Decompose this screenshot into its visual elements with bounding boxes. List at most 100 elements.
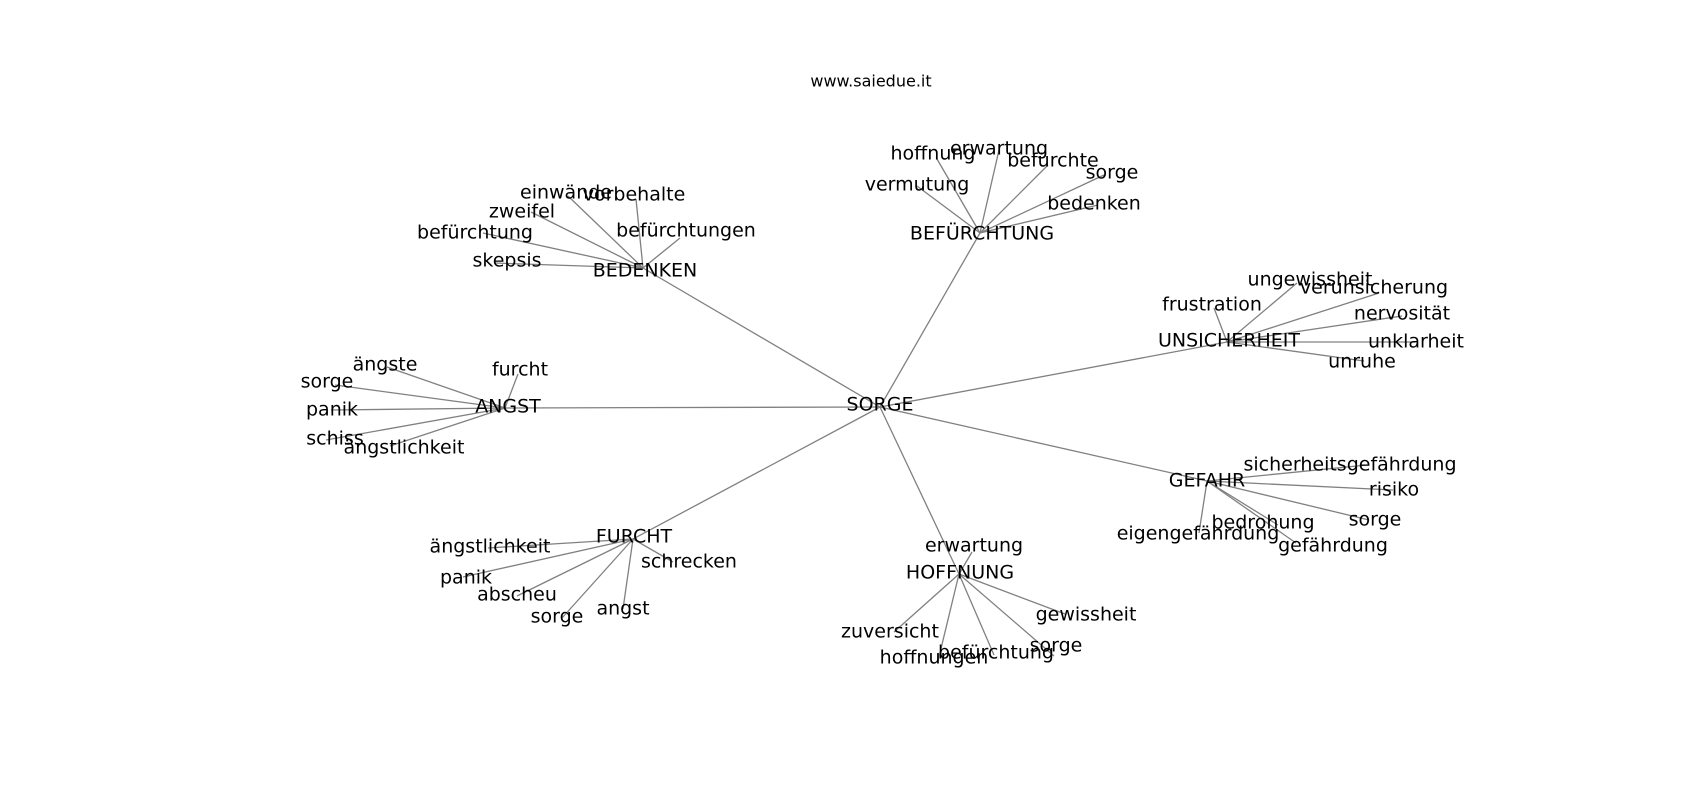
edge-hoffnung-h_befuerchtung bbox=[958, 573, 995, 656]
edge-hoffnung-h_sorge bbox=[958, 573, 1055, 657]
edge-hoffnung-h_hoffnungen bbox=[937, 573, 960, 662]
edge-unsicherheit-u_nervositaet bbox=[1226, 315, 1403, 343]
node-label-g_sicherheitsgefaehrdung: sicherheitsgefährdung bbox=[1244, 454, 1457, 476]
node-label-h_hoffnungen: hoffnungen bbox=[880, 647, 989, 669]
edge-angst-a_aengste bbox=[386, 366, 506, 409]
edge-root-angst bbox=[504, 406, 881, 409]
node-label-a_aengstlichkeit: ängstlichkeit bbox=[344, 437, 465, 459]
node-label-hub-unsicherheit: UNSICHERHEIT bbox=[1158, 330, 1300, 352]
node-label-f_angst: angst bbox=[596, 598, 649, 620]
node-label-f_schrecken: schrecken bbox=[641, 551, 737, 573]
node-label-f_panik: panik bbox=[440, 567, 492, 589]
edge-furcht-f_angst bbox=[622, 538, 634, 610]
node-label-bf_befuerchte: befürchte bbox=[1007, 150, 1099, 172]
edge-befuerchtung-bf_vermutung bbox=[916, 185, 981, 234]
edge-root-bedenken bbox=[642, 267, 881, 408]
edge-unsicherheit-u_frustration bbox=[1213, 307, 1228, 343]
node-label-a_aengste: ängste bbox=[353, 354, 418, 376]
node-label-hub-gefahr: GEFAHR bbox=[1169, 470, 1245, 492]
edge-gefahr-g_bedrohung bbox=[1206, 480, 1279, 526]
node-label-u_unruhe: unruhe bbox=[1328, 351, 1396, 373]
edge-gefahr-g_risiko bbox=[1206, 480, 1394, 491]
node-label-hub-furcht: FURCHT bbox=[596, 526, 673, 548]
edge-root-gefahr bbox=[879, 406, 1208, 482]
edge-angst-a_aengstlichkeit bbox=[389, 407, 506, 447]
edge-hoffnung-h_gewissheit bbox=[958, 573, 1066, 615]
node-label-g_gefaehrdung: gefährdung bbox=[1278, 535, 1388, 557]
edge-furcht-f_sorge bbox=[561, 538, 634, 619]
graph-title: www.saiedue.it bbox=[810, 72, 931, 91]
edge-unsicherheit-u_unruhe bbox=[1226, 341, 1365, 362]
node-label-f_abscheu: abscheu bbox=[477, 584, 557, 606]
node-label-h_zuversicht: zuversicht bbox=[841, 621, 939, 643]
node-label-hub-bedenken: BEDENKEN bbox=[593, 260, 698, 282]
edge-unsicherheit-u_verunsicherung bbox=[1226, 292, 1380, 343]
edge-furcht-f_aengstlichkeit bbox=[487, 538, 634, 549]
edge-furcht-f_panik bbox=[462, 538, 634, 578]
edge-root-befuerchtung bbox=[879, 232, 981, 408]
edge-angst-a_schiss bbox=[325, 407, 506, 441]
node-label-b_befuerchtung: befürchtung bbox=[417, 222, 533, 244]
edge-furcht-f_abscheu bbox=[516, 538, 634, 597]
edge-hoffnung-h_zuversicht bbox=[893, 573, 960, 633]
edge-root-furcht bbox=[632, 406, 881, 540]
node-label-a_panik: panik bbox=[306, 399, 358, 421]
node-label-u_verunsicherung: verunsicherung bbox=[1300, 277, 1448, 299]
node-label-f_sorge: sorge bbox=[531, 606, 584, 628]
node-label-bf_vermutung: vermutung bbox=[865, 174, 970, 196]
edge-furcht-f_schrecken bbox=[632, 538, 674, 563]
node-label-b_einwaende: einwände bbox=[520, 182, 612, 204]
node-label-g_sorge: sorge bbox=[1349, 509, 1402, 531]
node-label-b_befuerchtungen: befürchtungen bbox=[616, 220, 756, 242]
node-label-u_frustration: frustration bbox=[1162, 294, 1262, 316]
edge-befuerchtung-bf_hoffnung bbox=[936, 158, 981, 234]
node-label-h_erwartung: erwartung bbox=[925, 535, 1023, 557]
edge-bedenken-b_vorbehalte bbox=[635, 198, 644, 269]
node-label-a_furcht: furcht bbox=[492, 359, 548, 381]
edge-bedenken-b_skepsis bbox=[493, 262, 644, 269]
node-label-hub-befuerchtung: BEFÜRCHTUNG bbox=[910, 222, 1054, 245]
node-label-hub-angst: ANGST bbox=[475, 396, 541, 418]
edge-befuerchtung-bf_befuerchte bbox=[979, 164, 1049, 234]
edge-bedenken-b_befuerchtungen bbox=[642, 237, 681, 269]
edge-bedenken-b_zweifel bbox=[530, 211, 644, 269]
node-label-g_bedrohung: bedrohung bbox=[1211, 512, 1314, 534]
node-label-g_eigengefaehrdung: eigengefährdung bbox=[1117, 523, 1280, 545]
node-label-b_skepsis: skepsis bbox=[472, 250, 541, 272]
node-label-a_sorge: sorge bbox=[301, 371, 354, 393]
node-label-a_schiss: schiss bbox=[306, 428, 363, 450]
node-label-bf_bedenken: bedenken bbox=[1047, 193, 1141, 215]
edge-befuerchtung-bf_bedenken bbox=[979, 204, 1099, 234]
node-label-h_befuerchtung: befürchtung bbox=[938, 642, 1054, 664]
edge-befuerchtung-bf_sorge bbox=[979, 174, 1105, 234]
edge-angst-a_panik bbox=[330, 407, 506, 411]
edge-hoffnung-h_erwartung bbox=[958, 551, 973, 575]
node-label-h_sorge: sorge bbox=[1030, 635, 1083, 657]
labels-layer: SORGEBEDENKENeinwändevorbehaltezweifelbe… bbox=[301, 138, 1464, 669]
node-label-bf_hoffnung: hoffnung bbox=[891, 143, 976, 165]
node-label-g_risiko: risiko bbox=[1369, 479, 1419, 501]
edge-gefahr-g_sorge bbox=[1206, 480, 1370, 521]
edge-bedenken-b_einwaende bbox=[567, 195, 644, 269]
node-label-f_aengstlichkeit: ängstlichkeit bbox=[430, 536, 551, 558]
node-label-root-sorge: SORGE bbox=[847, 394, 914, 416]
node-label-u_ungewissheit: ungewissheit bbox=[1248, 269, 1373, 291]
node-label-u_unklarheit: unklarheit bbox=[1368, 331, 1464, 353]
edge-unsicherheit-u_ungewissheit bbox=[1226, 282, 1298, 343]
node-label-bf_sorge: sorge bbox=[1086, 162, 1139, 184]
edge-gefahr-g_eigengefaehrdung bbox=[1198, 480, 1208, 534]
node-label-u_nervositaet: nervosität bbox=[1354, 303, 1450, 325]
edge-gefahr-g_sicherheitsgefaehrdung bbox=[1206, 464, 1368, 482]
node-label-b_zweifel: zweifel bbox=[489, 201, 555, 223]
node-label-b_vorbehalte: vorbehalte bbox=[583, 184, 686, 206]
edge-root-unsicherheit bbox=[879, 341, 1228, 408]
edge-angst-a_sorge bbox=[334, 384, 506, 409]
node-label-bf_erwartung: erwartung bbox=[950, 138, 1048, 160]
node-label-hub-hoffnung: HOFFNUNG bbox=[906, 562, 1014, 584]
edge-root-hoffnung bbox=[879, 406, 960, 575]
edge-befuerchtung-bf_erwartung bbox=[979, 149, 1000, 234]
edges-layer bbox=[325, 149, 1415, 662]
edge-angst-a_furcht bbox=[504, 373, 519, 409]
edge-bedenken-b_befuerchtung bbox=[482, 232, 644, 269]
